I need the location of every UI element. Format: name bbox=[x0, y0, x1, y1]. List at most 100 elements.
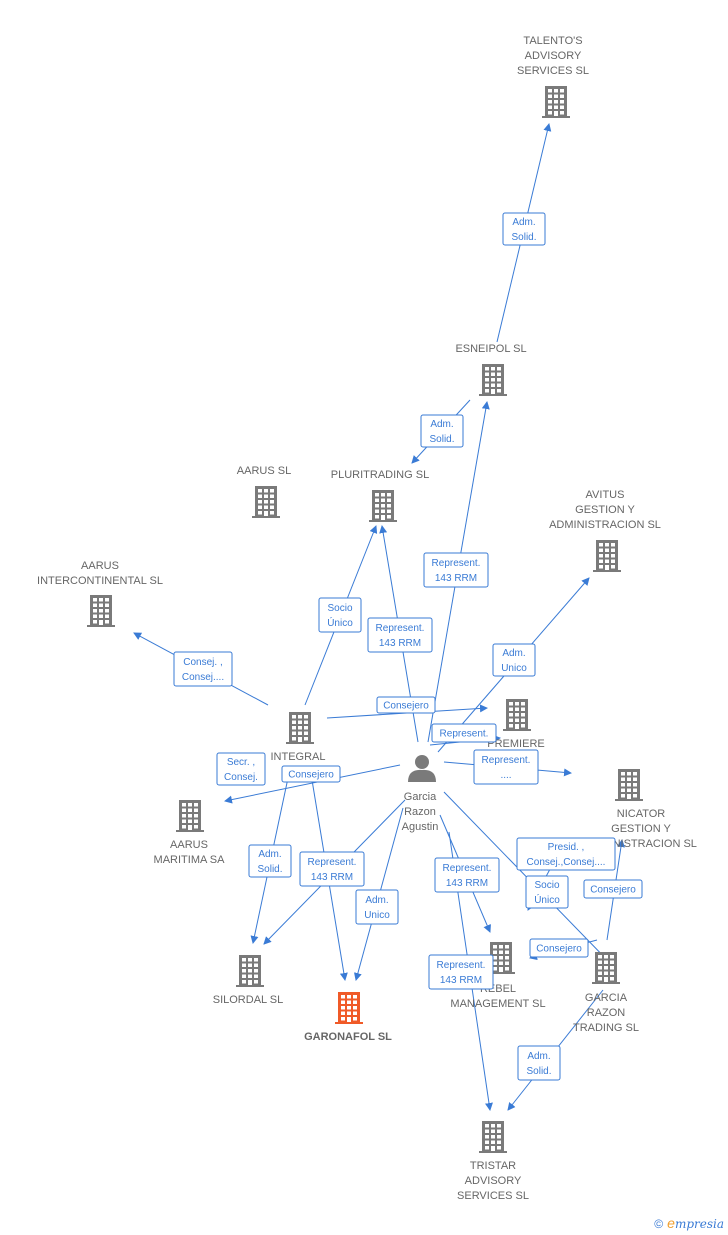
node-garciatrading[interactable]: GARCIA RAZON TRADING SL bbox=[573, 952, 639, 1034]
edge-role-label[interactable]: Consejero bbox=[281, 765, 341, 783]
edge-role-label[interactable]: Consejero bbox=[583, 879, 643, 899]
edge-label-text: Represent. bbox=[432, 558, 481, 569]
node-label: TRADING SL bbox=[573, 1022, 639, 1034]
node-label: TALENTO'S bbox=[523, 35, 582, 47]
node-label: TRISTAR bbox=[470, 1160, 516, 1172]
edge-label-box bbox=[517, 1045, 561, 1081]
edge-label-text: 143 RRM bbox=[440, 975, 482, 986]
node-aarusmar[interactable]: AARUS MARITIMA SA bbox=[154, 800, 226, 866]
edge-label-text: Consej. , bbox=[183, 657, 222, 668]
edge-label-box bbox=[216, 752, 266, 786]
node-talentos[interactable]: TALENTO'S ADVISORY SERVICES SL bbox=[517, 35, 589, 118]
node-label: MANAGEMENT SL bbox=[450, 998, 545, 1010]
edge-label-text: Consej. bbox=[224, 772, 258, 783]
edge-role-label[interactable]: Adm.Solid. bbox=[248, 844, 292, 878]
edge-label-box bbox=[583, 879, 643, 899]
edge-role-label[interactable]: Represent. 143 RRM bbox=[423, 552, 489, 588]
node-integral[interactable]: INTEGRAL bbox=[270, 712, 326, 763]
node-label: ADVISORY bbox=[525, 50, 582, 62]
edge-label-text: Represent. bbox=[376, 623, 425, 634]
edge-labels-layer: Adm. Solid. Adm. Solid. Represent. 143 RRM Soc… bbox=[173, 212, 643, 1081]
edge-label-box bbox=[492, 643, 536, 677]
edge-role-label[interactable]: Adm.Unico bbox=[492, 643, 536, 677]
edge-label-box bbox=[318, 597, 362, 633]
node-label: GESTION Y bbox=[611, 823, 671, 835]
node-label: SILORDAL SL bbox=[213, 994, 284, 1006]
node-label: Agustin bbox=[402, 821, 439, 833]
footer-brand[interactable]: ©empresia bbox=[654, 1215, 724, 1231]
edge-label-text: Consejero bbox=[590, 885, 636, 896]
edge-role-label[interactable]: Represent.143 RRM bbox=[299, 851, 365, 887]
edge-label-text: Único bbox=[327, 616, 353, 629]
node-label: Razon bbox=[404, 806, 436, 818]
node-label: GARCIA bbox=[585, 992, 628, 1004]
edge-label-box bbox=[376, 696, 436, 714]
node-label: AARUS bbox=[81, 560, 119, 572]
copyright-icon: © bbox=[654, 1217, 664, 1231]
node-label: RAZON bbox=[587, 1007, 626, 1019]
edge-role-label[interactable]: Presid. ,Consej.,Consej.... bbox=[516, 837, 616, 871]
edge-role-label[interactable]: Consej. ,Consej.... bbox=[173, 651, 233, 687]
edges-layer bbox=[133, 123, 625, 1111]
edge-label-text: Adm. bbox=[365, 895, 388, 906]
edge-label-box bbox=[502, 212, 546, 246]
edge-role-label[interactable]: Represent.143 RRM bbox=[428, 954, 494, 990]
building-icon bbox=[286, 712, 314, 744]
node-pluritrading[interactable]: PLURITRADING SL bbox=[331, 469, 429, 522]
edge-role-label[interactable]: Adm.Solid. bbox=[420, 414, 464, 448]
edge-label-box bbox=[367, 617, 433, 653]
building-icon bbox=[87, 595, 115, 627]
node-label: SERVICES SL bbox=[457, 1190, 529, 1202]
edge-label-text: 143 RRM bbox=[435, 573, 477, 584]
edge-role-label[interactable]: Adm. Solid. bbox=[517, 1045, 561, 1081]
building-icon bbox=[479, 1121, 507, 1153]
building-icon bbox=[542, 86, 570, 118]
edge-role-label[interactable]: Represent. 143 RRM bbox=[367, 617, 433, 653]
edge-label-box bbox=[299, 851, 365, 887]
edge-role-label[interactable]: Represent. bbox=[431, 723, 497, 743]
edge-role-label[interactable]: Secr. ,Consej. bbox=[216, 752, 266, 786]
building-icon bbox=[487, 942, 515, 974]
building-icon bbox=[252, 486, 280, 518]
edge-label-box bbox=[355, 889, 399, 925]
node-label: AARUS bbox=[170, 839, 208, 851]
edge-label-box bbox=[516, 837, 616, 871]
node-label: NICATOR bbox=[617, 808, 666, 820]
edge-label-text: Solid. bbox=[526, 1066, 551, 1077]
node-aarus[interactable]: AARUS SL bbox=[237, 465, 291, 518]
node-label: SERVICES SL bbox=[517, 65, 589, 77]
node-label: MARITIMA SA bbox=[154, 854, 226, 866]
edge-role-label[interactable]: Adm.Solid. bbox=[502, 212, 546, 246]
edge-role-label[interactable]: Consejero bbox=[529, 938, 589, 958]
edge-label-text: Solid. bbox=[511, 232, 536, 243]
node-aarusint[interactable]: AARUS INTERCONTINENTAL SL bbox=[37, 560, 163, 627]
node-premiere[interactable]: PREMIERE bbox=[487, 699, 545, 750]
edge-role-label[interactable]: Represent..... bbox=[473, 749, 539, 785]
edge-label-box bbox=[248, 844, 292, 878]
edge-label-text: 143 RRM bbox=[379, 638, 421, 649]
edge-label-text: Represent. bbox=[308, 857, 357, 868]
edge-label-box bbox=[525, 875, 569, 909]
edge-role-label[interactable]: Adm.Unico bbox=[355, 889, 399, 925]
building-icon bbox=[369, 490, 397, 522]
node-label: ESNEIPOL SL bbox=[455, 343, 526, 355]
node-esneipol[interactable]: ESNEIPOL SL bbox=[455, 343, 527, 396]
edge-label-text: Adm. bbox=[527, 1051, 550, 1062]
edge-label-text: Represent. bbox=[440, 729, 489, 740]
building-icon bbox=[236, 955, 264, 987]
node-garonafol[interactable]: GARONAFOL SL bbox=[304, 992, 392, 1043]
node-label: INTERCONTINENTAL SL bbox=[37, 575, 163, 587]
edge-label-box bbox=[434, 857, 500, 893]
building-icon bbox=[503, 699, 531, 731]
building-icon bbox=[615, 769, 643, 801]
edge-role-label[interactable]: Consejero bbox=[376, 696, 436, 714]
edge-role-label[interactable]: Represent.143 RRM bbox=[434, 857, 500, 893]
node-silordal[interactable]: SILORDAL SL bbox=[213, 955, 284, 1006]
